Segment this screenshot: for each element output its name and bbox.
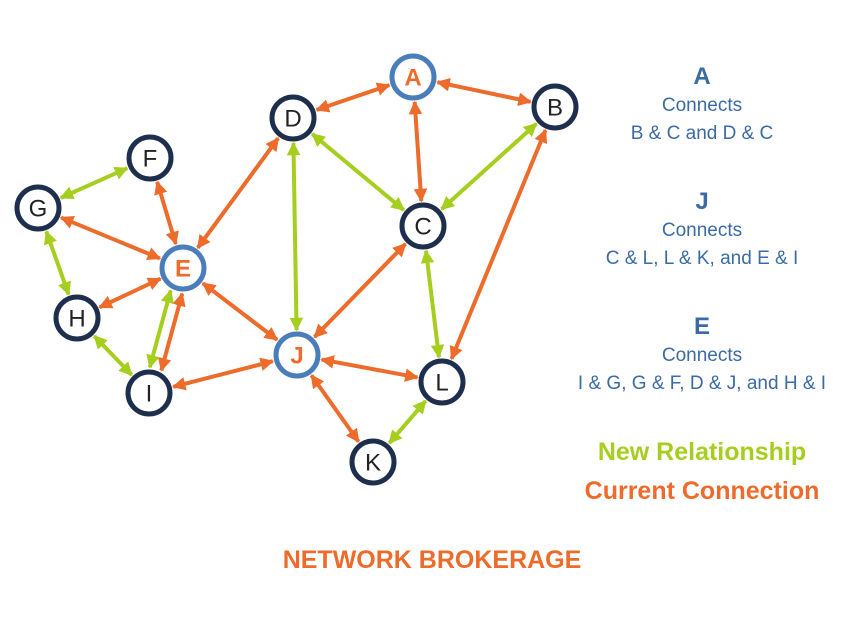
node-b: B (531, 83, 579, 131)
node-a-circle (389, 53, 437, 101)
broker-j-heading: J (695, 188, 709, 215)
edge-g-f-new (59, 166, 129, 200)
broker-j-detail: C & L, L & K, and E & I (605, 248, 799, 269)
node-e-label: E (175, 256, 191, 283)
edge-g-e-current (59, 215, 162, 261)
broker-e-panel: E Connects I & G, G & F, D & J, and H & … (548, 312, 856, 398)
node-l-circle (418, 358, 466, 406)
edge-g-h-new (44, 230, 71, 296)
broker-j-connects-label: Connects (661, 220, 743, 241)
edge-k-l-new (387, 399, 428, 445)
node-b-label: B (547, 95, 563, 122)
broker-a-detail: B & C and D & C (630, 123, 774, 144)
node-f-circle (126, 134, 174, 182)
edge-b-c-new (440, 122, 538, 211)
edge-a-b-current (436, 78, 532, 106)
node-g-label: G (29, 196, 48, 223)
edge-f-e-current (154, 180, 179, 246)
node-c: C (399, 202, 447, 250)
broker-j-panel: J Connects C & L, L & K, and E & I (548, 187, 856, 273)
edge-e-i-new (146, 289, 174, 369)
node-f: F (126, 134, 174, 182)
node-f-label: F (143, 146, 158, 173)
node-d-circle (269, 94, 317, 142)
edge-e-i-current (158, 292, 186, 372)
edge-i-j-current (171, 357, 275, 391)
node-k-label: K (365, 450, 381, 477)
node-c-label: C (414, 214, 431, 241)
node-k: K (349, 438, 397, 486)
node-i: I (125, 369, 173, 417)
node-h: H (53, 294, 101, 342)
node-e-circle (159, 244, 207, 292)
edge-j-l-current (320, 355, 419, 382)
node-i-circle (125, 369, 173, 417)
node-l: L (418, 358, 466, 406)
node-j: J (273, 331, 321, 379)
edge-b-l-current (449, 128, 548, 361)
edge-j-k-current (309, 374, 361, 443)
edge-c-l-new (420, 249, 445, 359)
node-h-label: H (68, 306, 85, 333)
node-k-circle (349, 438, 397, 486)
node-b-circle (531, 83, 579, 131)
node-a: A (389, 53, 437, 101)
node-i-label: I (146, 381, 153, 408)
broker-a-panel: A Connects B & C and D & C (548, 62, 856, 148)
edge-a-d-current (315, 82, 391, 113)
node-l-label: L (435, 370, 448, 397)
edges-layer (44, 78, 548, 445)
broker-e-connects-label: Connects (661, 345, 743, 366)
edge-c-j-current (313, 242, 407, 339)
edge-d-j-new (286, 141, 304, 332)
node-c-circle (399, 202, 447, 250)
broker-e-heading: E (693, 313, 710, 340)
node-d-label: D (284, 106, 301, 133)
node-a-label: A (404, 65, 421, 92)
edge-h-i-new (92, 334, 134, 377)
node-d: D (269, 94, 317, 142)
broker-a-heading: A (693, 63, 711, 90)
broker-e-detail: I & G, G & F, D & J, and H & I (577, 373, 827, 394)
node-g-circle (14, 184, 62, 232)
node-e: E (159, 244, 207, 292)
edge-d-e-current (196, 136, 280, 250)
edge-a-c-current (408, 100, 428, 203)
nodes-layer: A B C D E F G H I J K L (14, 53, 579, 486)
node-j-circle (273, 331, 321, 379)
legend-current-connection: Current Connection (584, 477, 820, 505)
diagram-title: NETWORK BROKERAGE (282, 546, 582, 574)
node-g: G (14, 184, 62, 232)
node-j-label: J (290, 343, 303, 370)
legend-new-relationship: New Relationship (597, 438, 807, 466)
edge-e-j-current (201, 281, 279, 342)
edge-h-e-current (98, 276, 162, 310)
node-h-circle (53, 294, 101, 342)
edge-d-c-new (310, 132, 406, 212)
broker-a-connects-label: Connects (661, 95, 743, 116)
